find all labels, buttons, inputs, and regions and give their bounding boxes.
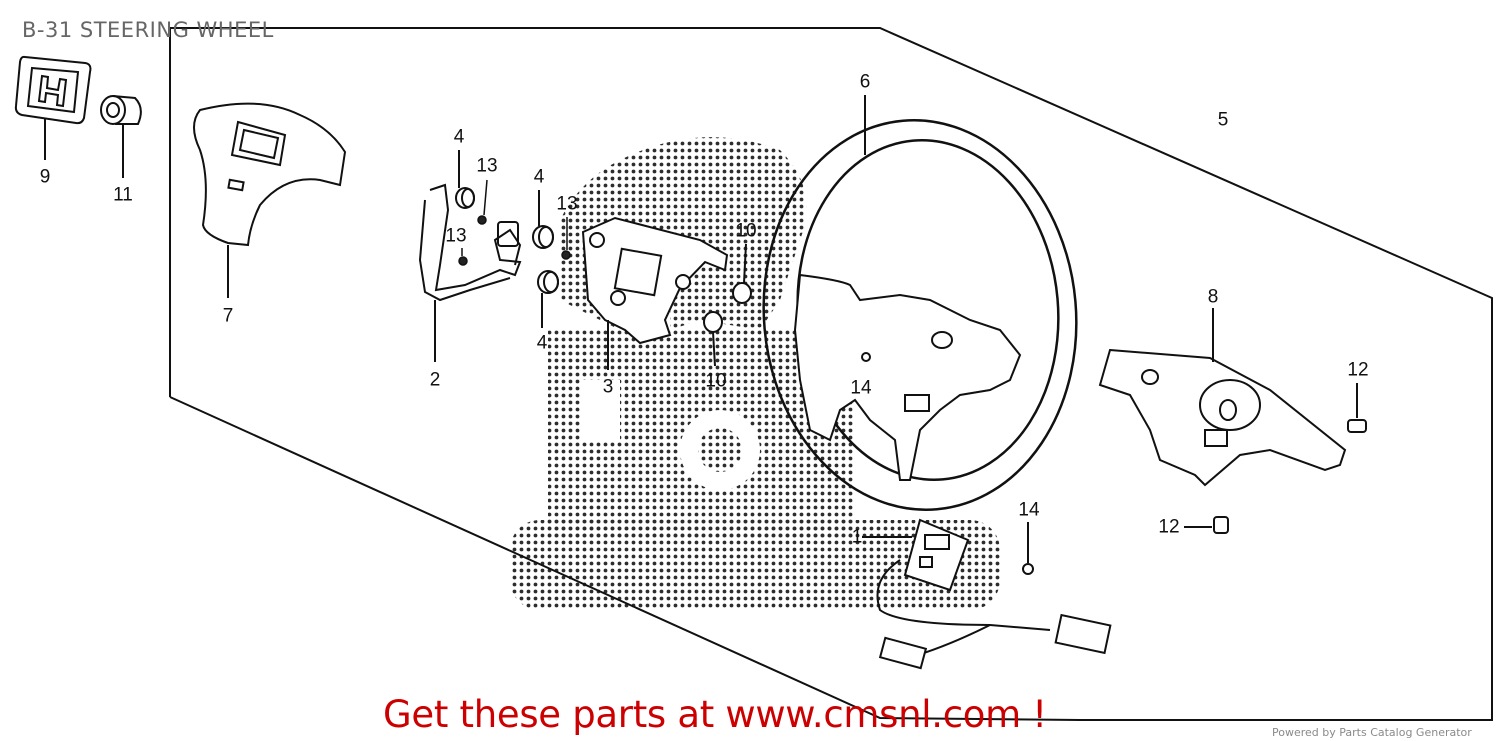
callout-6[interactable]: 6 [859,71,871,93]
rear-cover-part [1098,308,1347,487]
promo-link[interactable]: Get these parts at www.cmsnl.com ! [383,693,1047,736]
powered-by-text: Powered by Parts Catalog Generator [1272,726,1472,739]
callout-13[interactable]: 13 [556,193,578,215]
callout-10[interactable]: 10 [705,370,727,392]
diagram-title: B-31 STEERING WHEEL [22,18,274,42]
callout-13[interactable]: 13 [445,225,467,247]
callout-4[interactable]: 4 [536,332,548,354]
bushing-parts [703,243,752,367]
assembly-frame [169,27,1493,721]
switch-harness-part [862,518,1112,670]
horn-plate-part [418,183,522,362]
callout-12[interactable]: 12 [1347,359,1369,381]
nut-part [100,95,142,178]
callout-10[interactable]: 10 [735,220,757,242]
screw-12-14-parts [861,352,1367,575]
emblem-part [14,55,92,160]
callout-13[interactable]: 13 [476,155,498,177]
callout-8[interactable]: 8 [1207,286,1219,308]
callout-3[interactable]: 3 [602,376,614,398]
callout-5[interactable]: 5 [1217,109,1229,131]
callout-4[interactable]: 4 [453,126,465,148]
callout-1[interactable]: 1 [851,526,863,548]
callout-11[interactable]: 11 [113,184,133,206]
callout-12[interactable]: 12 [1158,516,1180,538]
steering-wheel-part [762,95,1078,511]
spring-parts [455,150,559,328]
callout-2[interactable]: 2 [429,369,441,391]
callout-14[interactable]: 14 [850,377,872,399]
screw-13-parts [458,179,571,266]
callout-4[interactable]: 4 [533,166,545,188]
callout-7[interactable]: 7 [222,305,234,327]
callout-9[interactable]: 9 [39,166,51,188]
horn-pad-part [193,102,347,298]
callout-14[interactable]: 14 [1018,499,1040,521]
horn-plate-assembly-part [581,216,729,370]
